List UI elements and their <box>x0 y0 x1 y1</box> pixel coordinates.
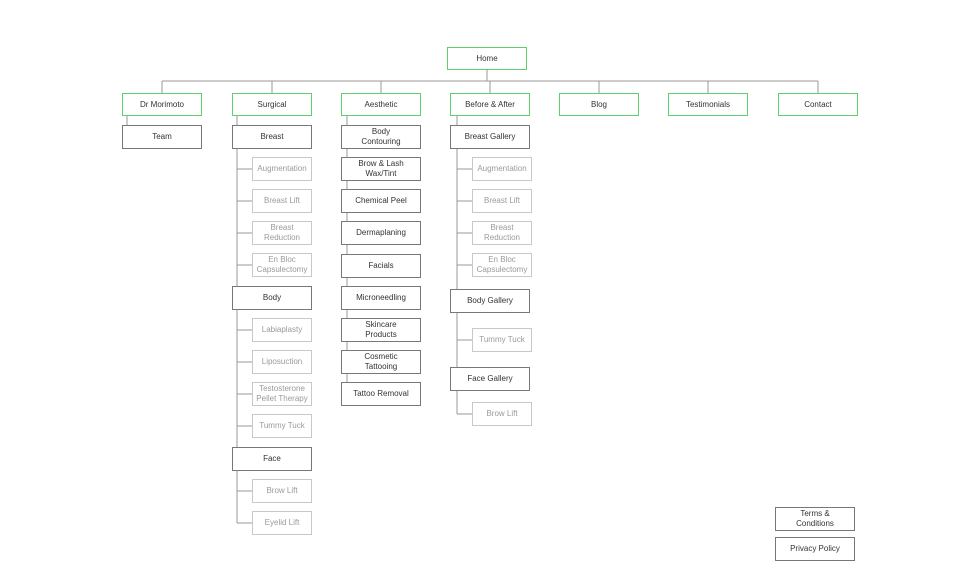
node-dr-morimoto[interactable]: Dr Morimoto <box>122 93 202 116</box>
node-ba-tummy-tuck[interactable]: Tummy Tuck <box>472 328 532 352</box>
node-liposuction[interactable]: Liposuction <box>252 350 312 374</box>
node-team[interactable]: Team <box>122 125 202 149</box>
node-dermaplaning[interactable]: Dermaplaning <box>341 221 421 245</box>
node-brow-lash-wax[interactable]: Brow & Lash Wax/Tint <box>341 157 421 181</box>
node-body[interactable]: Body <box>232 286 312 310</box>
node-face[interactable]: Face <box>232 447 312 471</box>
node-breast-lift[interactable]: Breast Lift <box>252 189 312 213</box>
node-breast[interactable]: Breast <box>232 125 312 149</box>
node-privacy-policy[interactable]: Privacy Policy <box>775 537 855 561</box>
node-eyelid-lift[interactable]: Eyelid Lift <box>252 511 312 535</box>
node-microneedling[interactable]: Microneedling <box>341 286 421 310</box>
node-ba-augmentation[interactable]: Augmentation <box>472 157 532 181</box>
node-augmentation[interactable]: Augmentation <box>252 157 312 181</box>
node-testosterone-pellet-therapy[interactable]: Testosterone Pellet Therapy <box>252 382 312 406</box>
node-face-gallery[interactable]: Face Gallery <box>450 367 530 391</box>
node-body-contouring[interactable]: Body Contouring <box>341 125 421 149</box>
node-ba-breast-lift[interactable]: Breast Lift <box>472 189 532 213</box>
node-breast-gallery[interactable]: Breast Gallery <box>450 125 530 149</box>
node-terms-conditions[interactable]: Terms & Conditions <box>775 507 855 531</box>
node-tummy-tuck[interactable]: Tummy Tuck <box>252 414 312 438</box>
node-chemical-peel[interactable]: Chemical Peel <box>341 189 421 213</box>
node-en-bloc-capsulectomy[interactable]: En Bloc Capsulectomy <box>252 253 312 277</box>
node-surgical[interactable]: Surgical <box>232 93 312 116</box>
node-breast-reduction[interactable]: Breast Reduction <box>252 221 312 245</box>
node-aesthetic[interactable]: Aesthetic <box>341 93 421 116</box>
node-blog[interactable]: Blog <box>559 93 639 116</box>
node-skincare-products[interactable]: Skincare Products <box>341 318 421 342</box>
node-testimonials[interactable]: Testimonials <box>668 93 748 116</box>
node-ba-brow-lift[interactable]: Brow Lift <box>472 402 532 426</box>
node-contact[interactable]: Contact <box>778 93 858 116</box>
node-cosmetic-tattooing[interactable]: Cosmetic Tattooing <box>341 350 421 374</box>
node-tattoo-removal[interactable]: Tattoo Removal <box>341 382 421 406</box>
node-before-after[interactable]: Before & After <box>450 93 530 116</box>
node-brow-lift[interactable]: Brow Lift <box>252 479 312 503</box>
node-facials[interactable]: Facials <box>341 254 421 278</box>
node-body-gallery[interactable]: Body Gallery <box>450 289 530 313</box>
node-home[interactable]: Home <box>447 47 527 70</box>
node-ba-breast-reduction[interactable]: Breast Reduction <box>472 221 532 245</box>
node-ba-en-bloc-capsulectomy[interactable]: En Bloc Capsulectomy <box>472 253 532 277</box>
node-labiaplasty[interactable]: Labiaplasty <box>252 318 312 342</box>
